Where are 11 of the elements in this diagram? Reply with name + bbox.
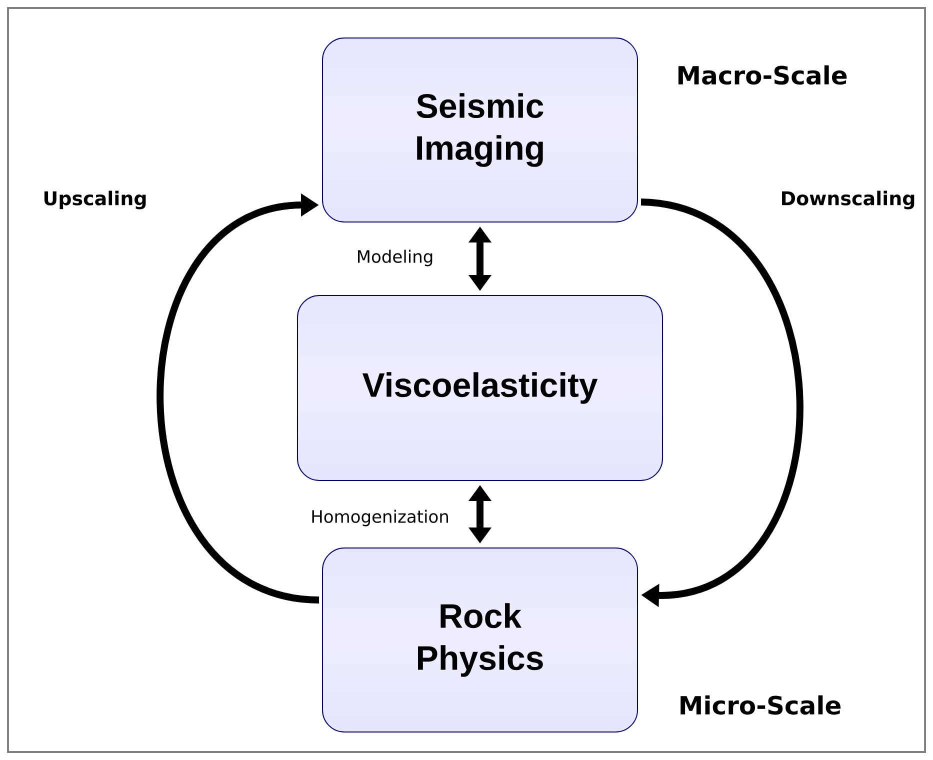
scale-label: Micro-Scale <box>680 695 840 715</box>
process-box: Rock Physics <box>322 548 638 732</box>
edge-label: Upscaling <box>42 190 148 210</box>
process-box: Seismic Imaging <box>322 38 638 222</box>
process-box: Viscoelasticity <box>297 295 664 481</box>
edge-label: Homogenization <box>310 508 450 528</box>
edge-label: Downscaling <box>779 190 917 210</box>
edge-label: Modeling <box>355 248 435 268</box>
scale-label: Macro-Scale <box>678 65 847 85</box>
arrow <box>156 193 320 604</box>
arrow <box>640 198 804 608</box>
